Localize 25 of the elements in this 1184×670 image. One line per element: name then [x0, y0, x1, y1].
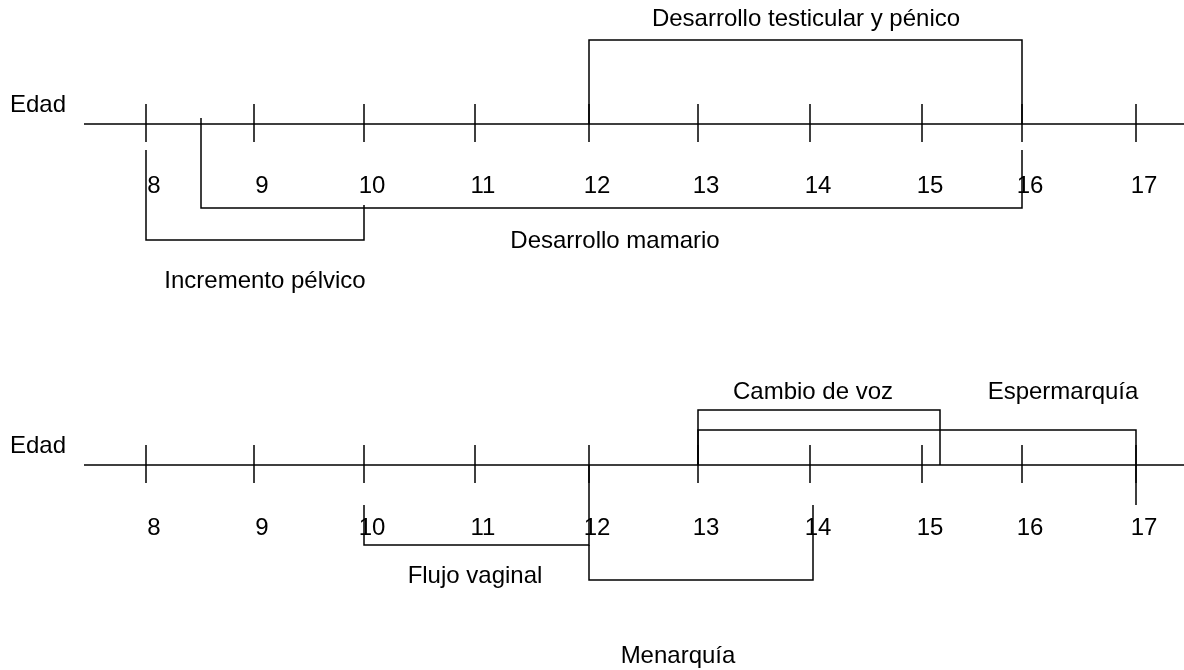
- tick-label: 15: [916, 171, 944, 199]
- bracket-label: Flujo vaginal: [407, 561, 543, 589]
- tick-label: 16: [1016, 513, 1044, 541]
- tick-label: 11: [470, 171, 496, 199]
- bracket-label: Espermarquía: [987, 377, 1139, 405]
- tick-label: 8: [147, 171, 161, 199]
- tick-label: 9: [255, 513, 269, 541]
- bracket-label: Desarrollo testicular y pénico: [651, 4, 961, 32]
- axis-label: Edad: [10, 431, 67, 459]
- tick-label: 17: [1130, 513, 1158, 541]
- bracket-label: Menarquía: [620, 641, 736, 669]
- bracket-label: Cambio de voz: [732, 377, 894, 405]
- tick-label: 13: [692, 171, 720, 199]
- axis-label: Edad: [10, 90, 67, 118]
- tick-label: 10: [358, 171, 386, 199]
- tick-label: 8: [147, 513, 161, 541]
- tick-label: 9: [255, 171, 269, 199]
- tick-label: 14: [804, 171, 832, 199]
- bracket-label: Desarrollo mamario: [510, 226, 720, 254]
- tick-label: 15: [916, 513, 944, 541]
- bracket-label: Incremento pélvico: [164, 266, 366, 294]
- tick-label: 13: [692, 513, 720, 541]
- tick-label: 17: [1130, 171, 1158, 199]
- tick-label: 11: [470, 513, 496, 541]
- tick-label: 12: [583, 171, 611, 199]
